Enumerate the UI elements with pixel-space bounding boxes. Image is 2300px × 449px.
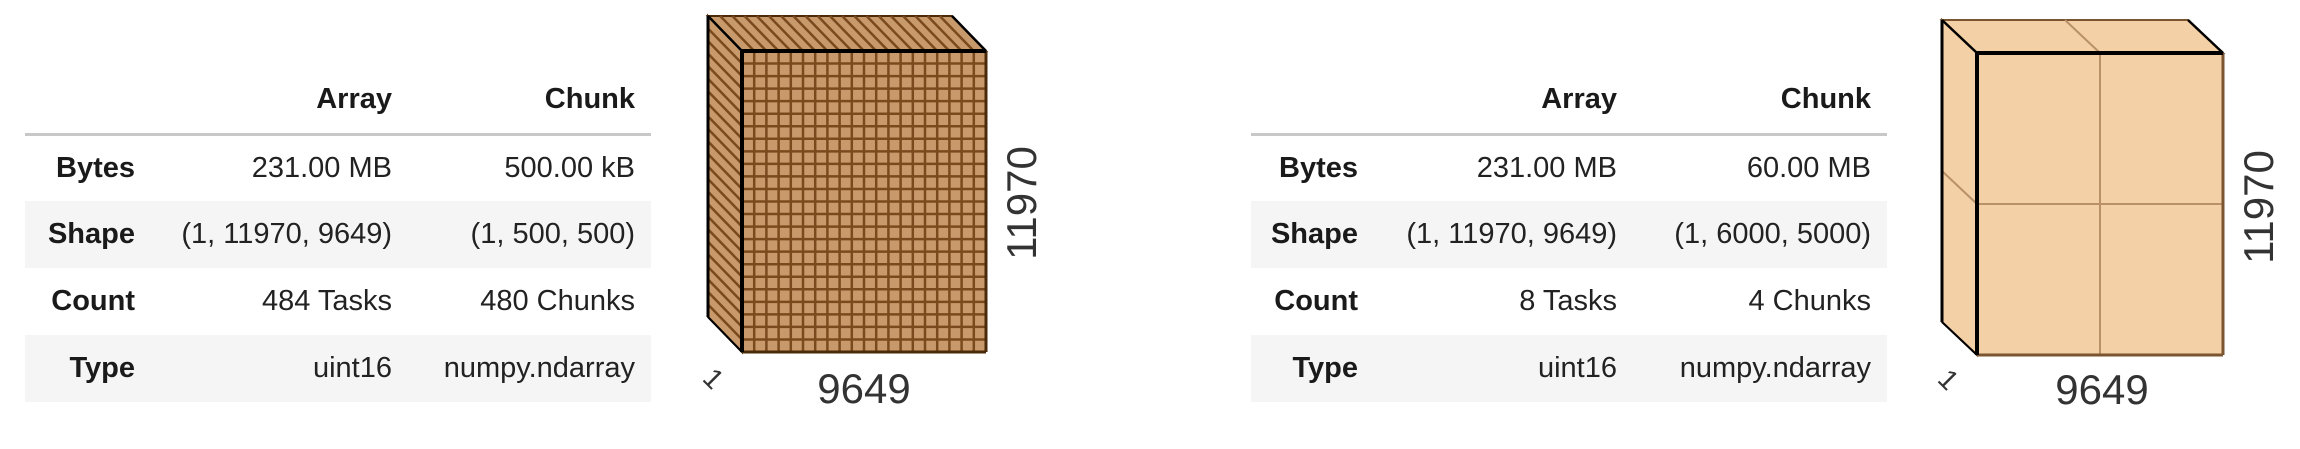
- chunk-value: (1, 500, 500): [470, 218, 635, 250]
- array-value: (1, 11970, 9649): [181, 218, 392, 250]
- row-label: Count: [51, 285, 135, 317]
- chunk-value: numpy.ndarray: [1679, 352, 1871, 384]
- height-dimension-label: 11970: [998, 146, 1045, 260]
- chunk-value: 480 Chunks: [480, 285, 635, 317]
- header-empty: [25, 66, 151, 136]
- depth-dimension-label: 1: [1932, 363, 1965, 396]
- table-row-bytes: Bytes 231.00 MB 500.00 kB: [25, 134, 651, 201]
- row-label: Type: [1292, 352, 1358, 384]
- chunk-value: 60.00 MB: [1746, 151, 1871, 184]
- table-row-type: Type uint16 numpy.ndarray: [1251, 335, 1887, 402]
- array-info-table: Array Chunk Bytes 231.00 MB 500.00 kB Sh…: [25, 66, 651, 402]
- chunk-value: (1, 6000, 5000): [1674, 218, 1871, 250]
- row-label: Type: [69, 352, 135, 384]
- table-row-bytes: Bytes 231.00 MB 60.00 MB: [1251, 134, 1887, 201]
- chunk-grid-cube-diagram: 1 9649 11970: [697, 13, 1045, 412]
- chunk-value: 4 Chunks: [1748, 285, 1871, 317]
- table-row-count: Count 8 Tasks 4 Chunks: [1251, 268, 1887, 335]
- array-value: 231.00 MB: [251, 151, 392, 184]
- array-value: 8 Tasks: [1519, 285, 1617, 317]
- cube-body: [1939, 17, 2226, 358]
- row-label: Shape: [1270, 218, 1358, 250]
- chunk-grid-cube-diagram: 1 9649 11970: [1932, 17, 2282, 413]
- table-header-row: Array Chunk: [1251, 66, 1887, 136]
- table-header-row: Array Chunk: [25, 66, 651, 136]
- header-array: Array: [1374, 66, 1633, 136]
- table-row-shape: Shape (1, 11970, 9649) (1, 500, 500): [25, 201, 651, 268]
- array-value: (1, 11970, 9649): [1406, 218, 1617, 250]
- table-row-count: Count 484 Tasks 480 Chunks: [25, 268, 651, 335]
- array-info-table: Array Chunk Bytes 231.00 MB 60.00 MB Sha…: [1251, 66, 1887, 402]
- array-value: uint16: [1537, 352, 1617, 384]
- table-row-type: Type uint16 numpy.ndarray: [25, 335, 651, 402]
- header-chunk: Chunk: [1633, 66, 1887, 136]
- header-array: Array: [151, 66, 408, 136]
- width-dimension-label: 9649: [817, 365, 910, 412]
- array-value: 484 Tasks: [261, 285, 392, 317]
- row-label: Bytes: [1279, 151, 1358, 184]
- cube-body: [705, 13, 989, 355]
- dask-array-summary-1: Array Chunk Bytes 231.00 MB 500.00 kB Sh…: [25, 13, 1045, 412]
- chunk-value: numpy.ndarray: [443, 352, 635, 384]
- chunk-value: 500.00 kB: [504, 151, 635, 184]
- width-dimension-label: 9649: [2055, 366, 2148, 413]
- row-label: Bytes: [56, 151, 135, 184]
- array-value: uint16: [312, 352, 392, 384]
- header-empty: [1251, 66, 1374, 136]
- height-dimension-label: 11970: [2235, 150, 2282, 264]
- depth-dimension-label: 1: [697, 362, 730, 395]
- row-label: Count: [1274, 285, 1358, 317]
- dask-array-summary-2: Array Chunk Bytes 231.00 MB 60.00 MB Sha…: [1150, 0, 2300, 449]
- table-row-shape: Shape (1, 11970, 9649) (1, 6000, 5000): [1251, 201, 1887, 268]
- header-chunk: Chunk: [408, 66, 651, 136]
- array-value: 231.00 MB: [1476, 151, 1617, 184]
- row-label: Shape: [47, 218, 135, 250]
